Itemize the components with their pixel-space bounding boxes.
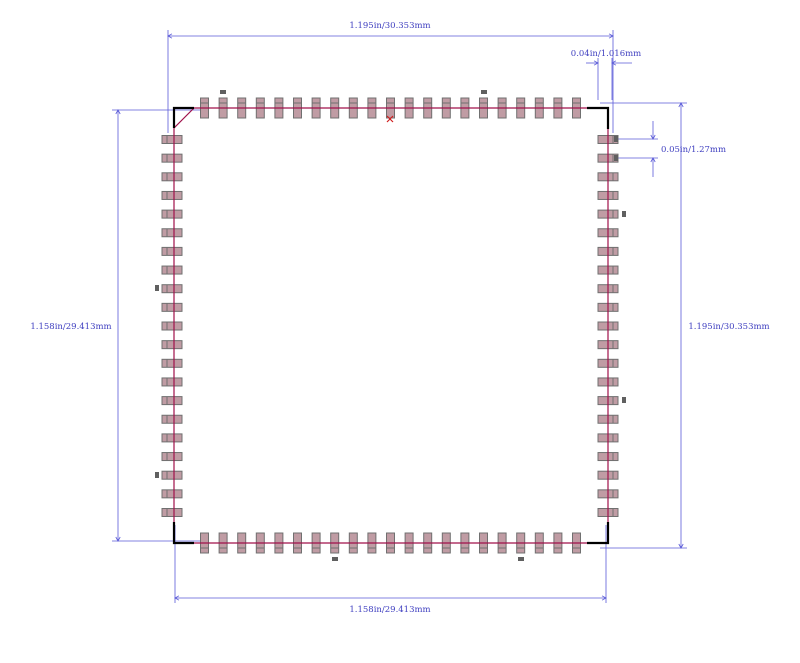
- alignment-marker: [155, 285, 159, 291]
- dim-pad-width-label: 0.04in/1.016mm: [571, 49, 641, 59]
- outline-corner-top-right: [587, 106, 610, 129]
- pin1-indicator: [173, 107, 195, 129]
- pad-left: [161, 190, 183, 200]
- pad-left: [161, 358, 183, 368]
- pad-left: [161, 508, 183, 517]
- alignment-marker: [332, 557, 338, 561]
- pad-left: [161, 414, 183, 424]
- alignment-marker: [481, 90, 487, 94]
- alignment-marker: [220, 90, 226, 94]
- alignment-markers: [155, 90, 626, 561]
- pad-left: [161, 340, 183, 350]
- pad-left: [161, 302, 183, 312]
- pad-left: [161, 321, 183, 331]
- dim-pad-width-arrow-right: [611, 60, 617, 66]
- dim-left-height-label: 1.158in/29.413mm: [30, 322, 111, 332]
- pad-left: [161, 246, 183, 256]
- dim-pitch-arrow-top: [650, 134, 656, 140]
- dim-bottom-width-label: 1.158in/29.413mm: [349, 605, 430, 615]
- pad-center-traces: [173, 107, 609, 544]
- pad-left: [161, 228, 183, 238]
- pad-left: [161, 377, 183, 387]
- dim-top-width-label: 1.195in/30.353mm: [349, 21, 430, 31]
- dim-right-height-label: 1.195in/30.353mm: [688, 322, 769, 332]
- pad-left: [161, 433, 183, 443]
- alignment-marker: [518, 557, 524, 561]
- pad-left: [161, 265, 183, 275]
- alignment-marker: [614, 136, 618, 142]
- alignment-marker: [622, 397, 626, 403]
- pad-left: [161, 209, 183, 219]
- origin-cross-b: [386, 115, 394, 123]
- alignment-marker: [155, 472, 159, 478]
- outline-corner-bottom-left: [172, 522, 194, 545]
- package-outline: [172, 106, 610, 545]
- outline-corner-top-left: [172, 106, 194, 128]
- left-pad-column: [161, 135, 183, 517]
- alignment-marker: [614, 155, 618, 161]
- pad-left: [161, 470, 183, 480]
- dim-pitch-label: 0.05in/1.27mm: [661, 145, 726, 155]
- dimension-lines: [112, 30, 687, 603]
- pad-left: [161, 172, 183, 182]
- pad-left: [161, 452, 183, 462]
- dim-pitch-arrow-bottom: [650, 157, 656, 163]
- pad-left: [161, 135, 183, 144]
- pad-left: [161, 396, 183, 406]
- pad-left: [161, 153, 183, 163]
- outline-corner-bottom-right: [587, 522, 610, 545]
- pad-left: [161, 284, 183, 294]
- alignment-marker: [622, 211, 626, 217]
- pad-left: [161, 489, 183, 499]
- dim-pad-width-arrow-left: [593, 60, 599, 66]
